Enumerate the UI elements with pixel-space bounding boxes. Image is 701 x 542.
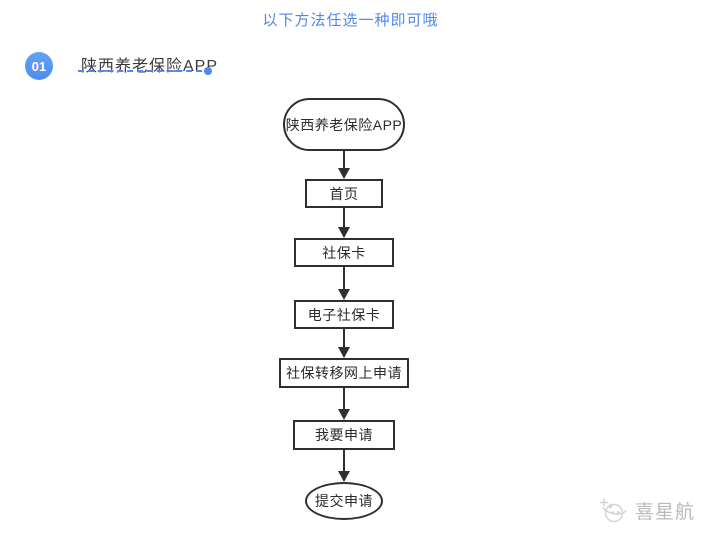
- down-arrow-icon: [337, 208, 351, 238]
- watermark-text: 喜星航: [634, 502, 695, 523]
- flowchart: 陕西养老保险APP 首页 社保卡 电子社保卡 社保转移网上申请 我要申请 提交申…: [0, 98, 688, 520]
- arrow-head: [338, 168, 350, 179]
- arrow-line: [343, 329, 345, 350]
- flow-node-transfer-online-apply: 社保转移网上申请: [279, 358, 409, 388]
- flow-node-e-social-card: 电子社保卡: [294, 300, 394, 329]
- down-arrow-icon: [337, 450, 351, 482]
- down-arrow-icon: [337, 329, 351, 358]
- arrow-head: [338, 227, 350, 238]
- arrow-head: [338, 409, 350, 420]
- flow-node-i-want-apply: 我要申请: [293, 420, 395, 450]
- arrow-line: [343, 450, 345, 474]
- underline-end-dot: [204, 67, 212, 75]
- arrow-line: [343, 388, 345, 412]
- down-arrow-icon: [337, 267, 351, 300]
- arrow-head: [338, 471, 350, 482]
- flow-node-social-card: 社保卡: [294, 238, 394, 267]
- planet-sparkle-icon: [599, 498, 627, 523]
- dashed-underline: [78, 67, 212, 75]
- flow-node-home: 首页: [305, 179, 383, 208]
- top-note: 以下方法任选一种即可哦: [262, 12, 439, 29]
- down-arrow-icon: [337, 151, 351, 179]
- flow-node-submit: 提交申请: [305, 482, 383, 520]
- down-arrow-icon: [337, 388, 351, 420]
- arrow-head: [338, 347, 350, 358]
- arrow-line: [343, 151, 345, 171]
- arrow-line: [343, 208, 345, 230]
- flow-node-app: 陕西养老保险APP: [283, 98, 405, 151]
- arrow-line: [343, 267, 345, 292]
- section-number-badge: 01: [25, 52, 53, 80]
- watermark: 喜星航: [596, 495, 695, 526]
- arrow-head: [338, 289, 350, 300]
- section-title: 陕西养老保险APP: [81, 58, 219, 75]
